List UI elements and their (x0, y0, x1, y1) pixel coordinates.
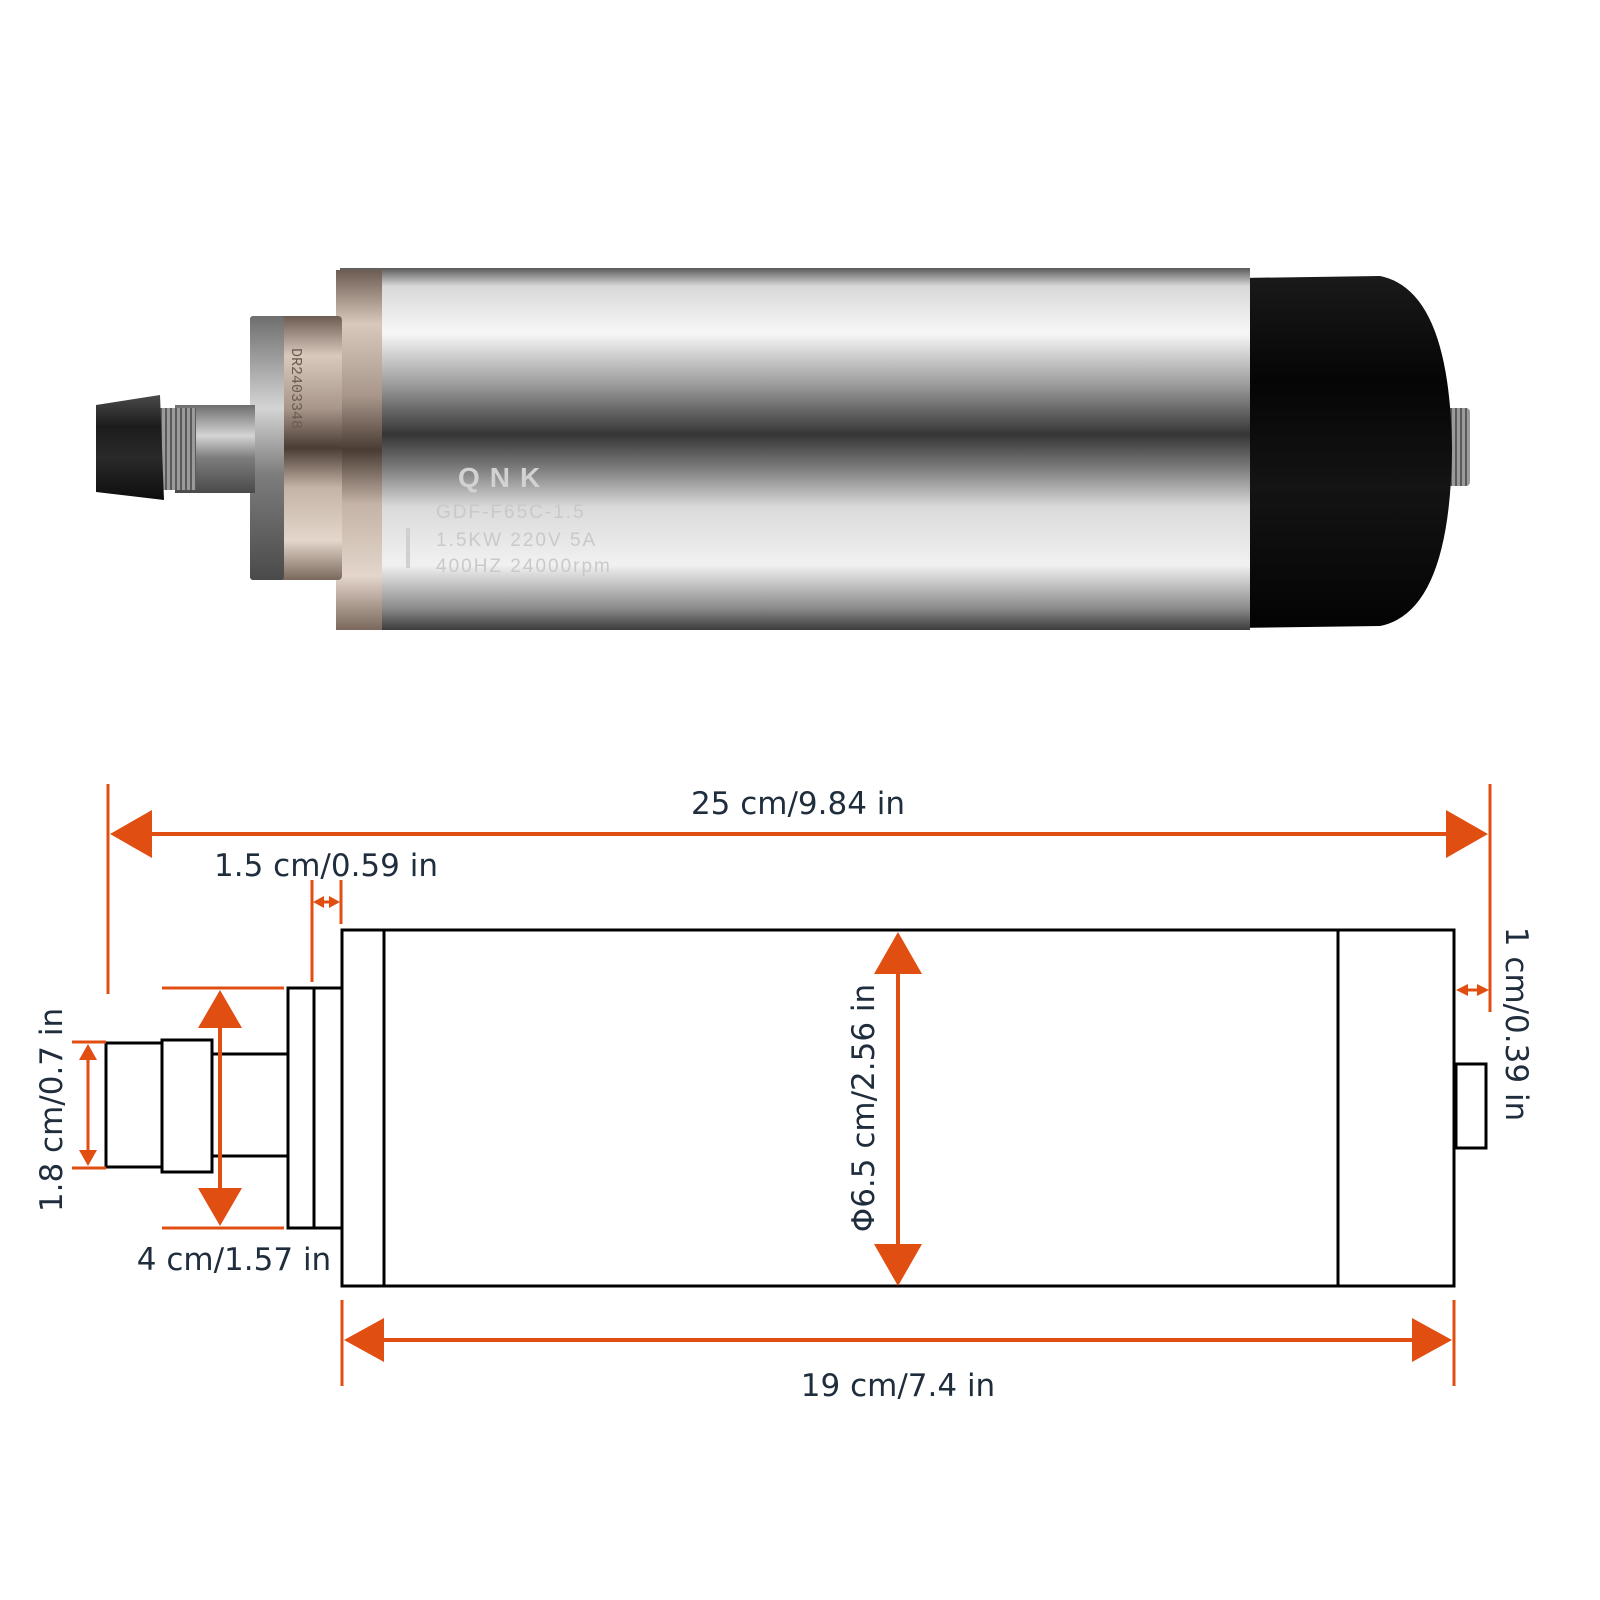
dimension-lines (72, 784, 1492, 1386)
body-length-arrow-left (344, 1318, 384, 1362)
total-length-arrow-left (110, 810, 152, 858)
motor-end-cap (1232, 276, 1452, 628)
collet-outline (104, 1041, 164, 1169)
body-length-arrow-right (1412, 1318, 1452, 1362)
collet-nut (96, 395, 164, 500)
flange-thickness-label: 1.5 cm/0.59 in (214, 848, 438, 884)
shaft-thread (160, 408, 196, 490)
flange-arrow-left (313, 896, 324, 908)
shaft-outline (208, 1052, 290, 1158)
serial-number: DR2403348 (287, 348, 304, 429)
total-length-arrow-right (1446, 810, 1488, 858)
spec-line-speed: 400HZ 24000rpm (436, 556, 612, 577)
connector-arrow-left (1456, 984, 1468, 996)
spec-line-power: 1.5KW 220V 5A (436, 530, 597, 551)
label-marker (406, 528, 410, 568)
front-ring (336, 270, 382, 630)
collet-diameter-label: 1.8 cm/0.7 in (34, 1008, 70, 1212)
total-length-label: 25 cm/9.84 in (691, 786, 905, 822)
flange-outline (286, 986, 316, 1230)
flange-arrow-right (329, 896, 340, 908)
collet-arrow-bottom (79, 1150, 97, 1166)
nose-diameter-label: 4 cm/1.57 in (137, 1242, 331, 1278)
body-length-label: 19 cm/7.4 in (801, 1368, 995, 1404)
spindle-motor-photo: DR2403348 QNK GDF-F65C-1.5 1.5KW 220V 5A… (96, 268, 1470, 630)
body-diameter-label: Φ6.5 cm/2.56 in (846, 984, 882, 1232)
connector-outline (1454, 1062, 1488, 1150)
connector-arrow-right (1477, 984, 1489, 996)
collet-arrow-top (79, 1044, 97, 1060)
flange-outline-inner (312, 986, 344, 1230)
flange-steel-face (250, 316, 284, 580)
nut-outline (160, 1038, 214, 1174)
model-number: GDF-F65C-1.5 (436, 502, 586, 523)
spindle-outline-drawing (104, 928, 1488, 1288)
brand-logo: QNK (458, 462, 550, 493)
diameter-arrow-top (874, 932, 922, 974)
dimension-labels: 25 cm/9.84 in 1.5 cm/0.59 in 4 cm/1.57 i… (34, 786, 1534, 1404)
nose-arrow-bottom (198, 1188, 242, 1226)
diameter-arrow-bottom (874, 1244, 922, 1286)
motor-body (340, 268, 1250, 630)
nose-arrow-top (198, 990, 242, 1028)
connector-length-label: 1 cm/0.39 in (1498, 927, 1534, 1121)
